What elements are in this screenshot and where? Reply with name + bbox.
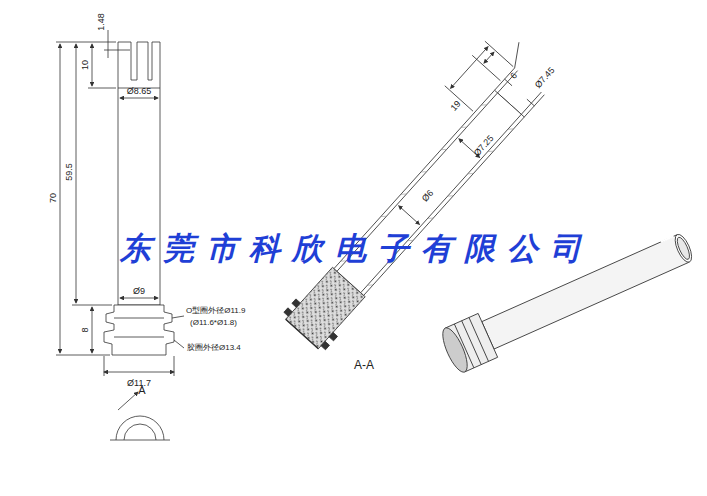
dimension-label: 1.48 (97, 13, 106, 31)
watermark: 东莞市科欣电子有限公司 (120, 233, 593, 264)
dimension-label: O型圈外径Ø11.9 (186, 307, 245, 315)
dimension-label: Ø7.45 (533, 66, 556, 90)
dimension-label: 胶圈外径Ø13.4 (187, 344, 241, 352)
dimension-label: A (138, 385, 145, 396)
dimension-label: 10 (81, 60, 90, 70)
dimension-label: A-A (354, 359, 374, 371)
dimension-label: 19 (449, 99, 462, 112)
dimension-label: (Ø11.6*Ø1.8) (190, 319, 237, 327)
dimension-label: 8 (81, 327, 90, 332)
dimension-label: 6 (509, 71, 519, 81)
dimension-label: Ø8.65 (127, 87, 152, 96)
dimension-label: Ø9 (133, 287, 145, 296)
dimension-label: 59.5 (65, 163, 74, 181)
dimension-label: 70 (49, 193, 58, 203)
